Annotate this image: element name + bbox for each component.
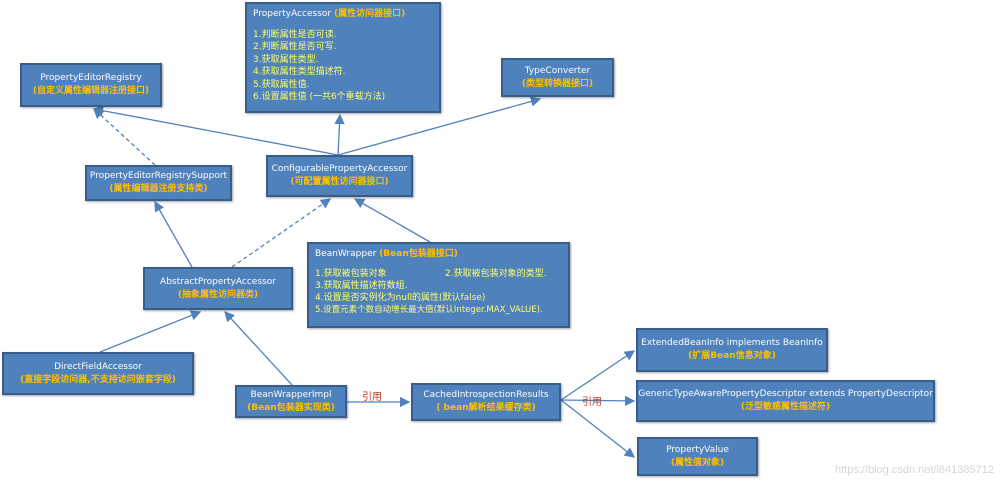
node-subtitle: (属性访问器接口) [333, 9, 406, 19]
list-item: 1.获取被包装对象 [315, 269, 387, 279]
node-subtitle: (Bean包装器接口) [379, 249, 458, 259]
node-title: ExtendedBeanInfo implements BeanInfo [641, 338, 823, 348]
node-subtitle: (可配置属性访问器接口) [290, 177, 389, 187]
node-title: PropertyEditorRegistrySupport [89, 171, 228, 181]
generic-type-aware-pd-node: GenericTypeAwarePropertyDescriptor exten… [636, 380, 935, 422]
configurable-property-accessor-node: ConfigurablePropertyAccessor (可配置属性访问器接口… [266, 155, 413, 197]
node-title: AbstractPropertyAccessor [160, 276, 276, 287]
extended-bean-info-node: ExtendedBeanInfo implements BeanInfo (扩展… [636, 328, 828, 372]
type-converter-node: TypeConverter (类型转换器接口) [501, 58, 614, 97]
node-title: PropertyEditorRegistry [40, 73, 142, 83]
node-title: PropertyAccessor [253, 9, 332, 19]
list-item: 2.获取被包装对象的类型. [445, 269, 547, 279]
edge-apa-pers [154, 200, 193, 268]
abstract-property-accessor-node: AbstractPropertyAccessor (抽象属性访问器类) [143, 267, 293, 310]
list-item: 3.获取属性描述符数组. [315, 281, 408, 291]
bean-wrapper-impl-node: BeanWrapperImpl (Bean包装器实现类) [235, 385, 347, 418]
edge-cpa-per [92, 105, 339, 156]
edge-apa-cpa [231, 198, 332, 268]
node-title: GenericTypeAwarePropertyDescriptor exten… [638, 389, 933, 399]
bean-wrapper-node: BeanWrapper (Bean包装器接口) 1.获取被包装对象 2.获取被包装… [307, 242, 570, 328]
node-subtitle: (直接字段访问器,不支持访问嵌套字段) [20, 374, 176, 385]
edge-bwi-apa [224, 311, 293, 386]
node-title: PropertyValue [666, 444, 729, 455]
node-subtitle: (抽象属性访问器类) [177, 289, 259, 300]
node-title: TypeConverter [524, 65, 591, 76]
node-title: BeanWrapperImpl [250, 389, 332, 400]
property-accessor-node: PropertyAccessor (属性访问器接口) 1.判断属性是否可读. 2… [245, 2, 441, 113]
list-item: 3.获取属性类型. [253, 54, 319, 65]
edge-cir-pv [560, 399, 636, 458]
node-subtitle: ( bean解析结果缓存类) [436, 403, 536, 413]
list-item: 5.获取属性值. [253, 79, 310, 90]
list-item: 4.获取属性类型描述符. [253, 67, 346, 77]
node-subtitle: (属性值对象) [670, 457, 725, 468]
direct-field-accessor-node: DirectFieldAccessor (直接字段访问器,不支持访问嵌套字段) [2, 352, 194, 395]
edge-cpa-pa [334, 113, 345, 156]
edge-bw-cpa [353, 198, 431, 243]
edge-pers-per [93, 108, 156, 166]
node-subtitle: (类型转换器接口) [521, 78, 594, 89]
reference-label: 引用 [362, 392, 382, 403]
property-editor-registry-node: PropertyEditorRegistry (自定义属性编辑器注册接口) [20, 63, 162, 107]
node-title: CachedIntrospectionResults [423, 390, 549, 400]
edge-cpa-tc [337, 96, 542, 156]
list-item: 2.判断属性是否可写. [253, 42, 337, 52]
edge-cir-gtapd [560, 395, 636, 407]
node-subtitle: (属性编辑器注册支持类) [109, 184, 208, 194]
node-subtitle: (Bean包装器实现类) [247, 402, 335, 413]
node-title: DirectFieldAccessor [54, 361, 142, 372]
node-title: BeanWrapper [315, 249, 377, 259]
edge-cir-ebi [560, 350, 636, 401]
list-item: 1.判断属性是否可读. [253, 29, 337, 40]
node-subtitle: (自定义属性编辑器注册接口) [32, 86, 150, 96]
property-value-node: PropertyValue (属性值对象) [637, 437, 758, 476]
reference-label: 引用 [582, 397, 602, 408]
list-item: 6.设置属性值 (一共6个重载方法) [253, 92, 386, 102]
list-item: 4.设置是否实例化为null的属性(默认false) [315, 293, 486, 303]
cached-introspection-results-node: CachedIntrospectionResults ( bean解析结果缓存类… [411, 383, 561, 421]
node-subtitle: (扩展Bean信息对象) [688, 351, 776, 361]
property-editor-registry-support-node: PropertyEditorRegistrySupport (属性编辑器注册支持… [85, 165, 232, 201]
node-title: ConfigurablePropertyAccessor [271, 164, 408, 174]
edge-dfa-apa [99, 310, 202, 353]
watermark: https://blog.csdn.net/l641385712 [834, 464, 994, 476]
list-item: 5.设置元素个数自动增长最大值(默认Integer.MAX_VALUE). [315, 305, 543, 315]
node-subtitle: (泛型敏感属性描述符) [740, 402, 831, 412]
